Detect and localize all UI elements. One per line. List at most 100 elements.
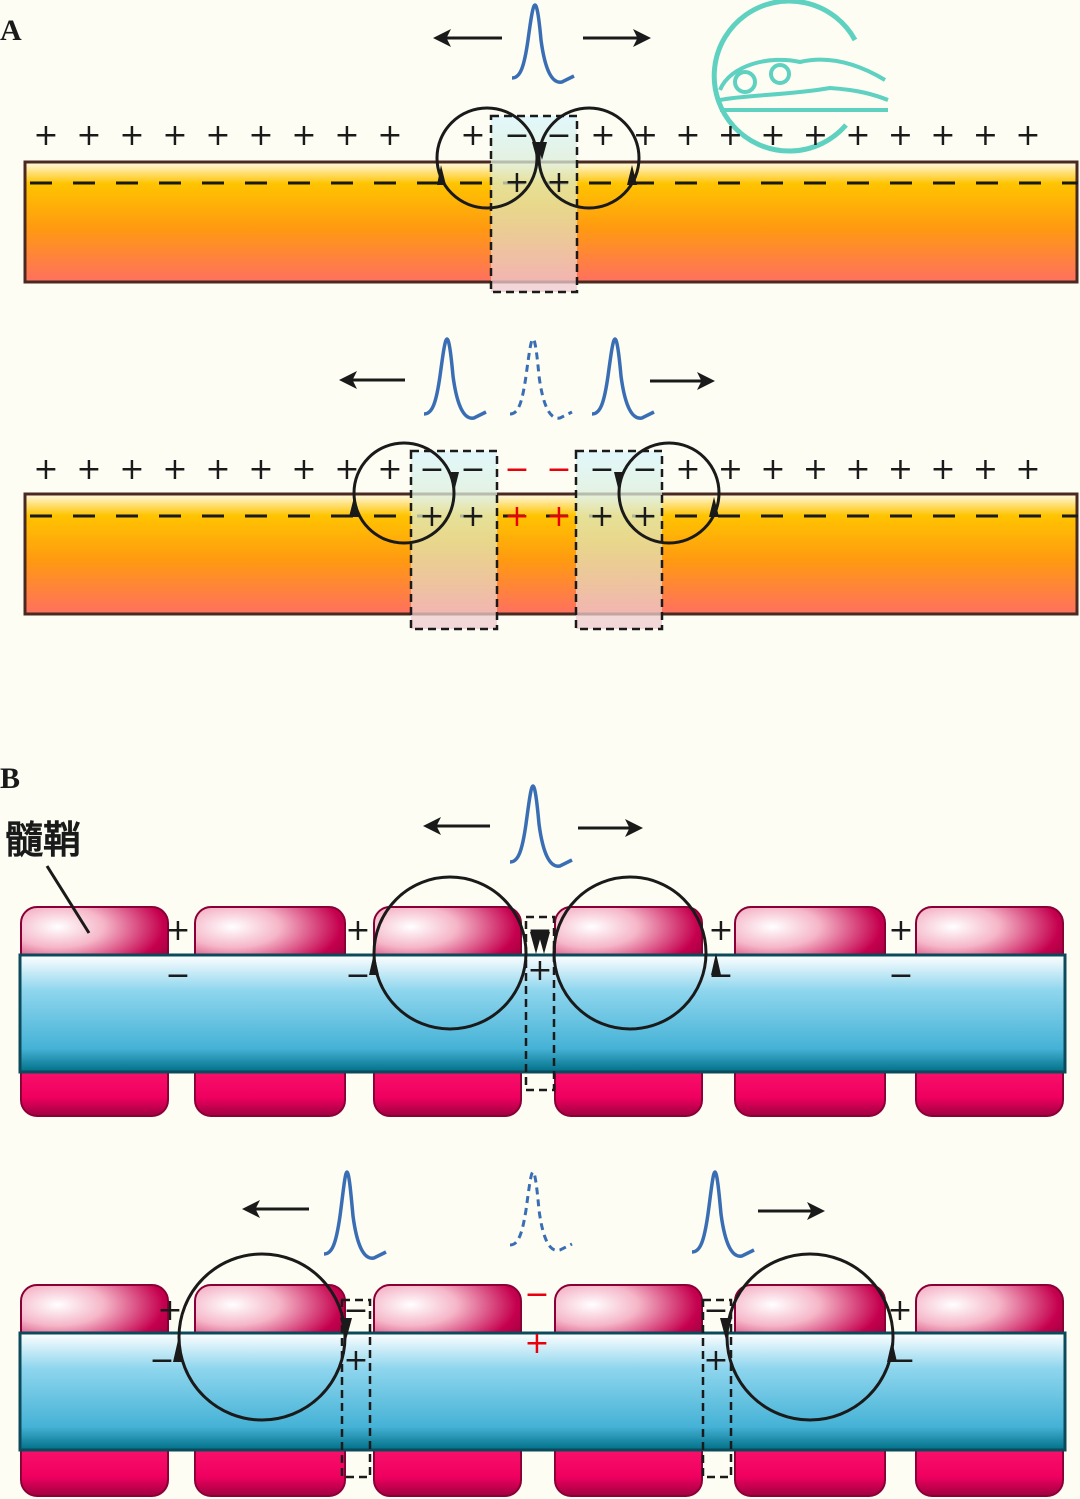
plus-sign: + (291, 452, 316, 487)
plus-sign: + (845, 118, 870, 153)
plus-sign: + (33, 452, 58, 487)
loop-arrowhead (614, 472, 624, 492)
plus-sign: + (803, 452, 828, 487)
plus-sign: + (343, 1343, 368, 1378)
plus-sign: + (930, 452, 955, 487)
plus-sign: + (590, 118, 615, 153)
plus-sign: + (546, 165, 571, 200)
plus-sign: + (527, 953, 552, 988)
loop-arrowhead (437, 165, 446, 185)
loop-arrowhead (627, 165, 637, 185)
plus-sign: + (248, 452, 273, 487)
plus-sign: + (675, 452, 700, 487)
plus-sign: + (334, 118, 359, 153)
loop-arrowhead (449, 472, 459, 492)
minus-sign-red: − (524, 1277, 549, 1312)
plus-sign: + (165, 913, 190, 948)
plus-sign: + (162, 118, 187, 153)
action-potential-spike-icon (511, 3, 575, 84)
loop-arrowhead (887, 1340, 897, 1362)
action-potential-spike-icon (423, 337, 487, 420)
loop-arrowhead (369, 953, 379, 975)
plus-sign: + (888, 913, 913, 948)
minus-sign: − (504, 118, 529, 153)
plus-sign: + (504, 165, 529, 200)
loop-arrowhead (537, 142, 547, 160)
myelin-label: 髓鞘 (5, 818, 81, 862)
myelin-label-pointer (45, 865, 91, 934)
panel-b-diagram-1: + + + + − − − − − + 髓鞘 (5, 784, 1067, 1117)
polarity-signs: ++−−−−++−+ (149, 1277, 915, 1378)
current-loop-icon (537, 106, 641, 210)
minus-sign-red: − (504, 452, 529, 487)
action-potential-spike-icon (509, 784, 573, 868)
minus-sign: − (165, 958, 190, 993)
plus-sign: + (930, 118, 955, 153)
plus-sign: + (119, 452, 144, 487)
plus-sign: + (377, 452, 402, 487)
action-potential-spike-icon (691, 1170, 755, 1258)
plus-sign: + (718, 452, 743, 487)
active-node-zone-right (701, 1298, 733, 1479)
plus-sign: + (888, 452, 913, 487)
plus-sign-red: + (524, 1326, 549, 1361)
plus-sign: + (205, 452, 230, 487)
minus-sign: − (888, 958, 913, 993)
plus-sign: + (205, 118, 230, 153)
myelinated-axon (18, 953, 1067, 1074)
plus-sign: + (973, 452, 998, 487)
plus-sign: + (248, 118, 273, 153)
current-loop-icon (177, 1252, 347, 1422)
plus-sign: + (157, 1293, 182, 1328)
plus-sign: + (760, 118, 785, 153)
minus-sign: − (708, 958, 733, 993)
plus-sign: + (162, 452, 187, 487)
loop-arrowhead (538, 932, 550, 954)
plus-sign: + (1015, 452, 1040, 487)
action-potential-spike-icon (591, 337, 655, 420)
plus-sign-red: + (504, 499, 529, 534)
current-loop-icon (552, 875, 708, 1031)
fading-spike-icon (509, 337, 573, 420)
plus-sign: + (291, 118, 316, 153)
current-loop-icon (725, 1252, 895, 1422)
fading-spike-icon (509, 1170, 573, 1252)
loop-arrowhead (173, 1340, 183, 1362)
loop-arrowhead (711, 953, 721, 975)
current-loop-icon (617, 441, 721, 545)
minus-sign: − (345, 958, 370, 993)
panel-a-diagram-2: ++++++++++++++++++−−−−++++−−++ (23, 337, 1079, 631)
minus-sign: − (527, 913, 552, 948)
plus-sign: + (460, 118, 485, 153)
plus-sign: + (675, 118, 700, 153)
plus-sign: + (845, 452, 870, 487)
plus-sign: + (708, 913, 733, 948)
plus-sign: + (33, 118, 58, 153)
panel-a-diagram-1: +++++++++++++++++++++−−++ (23, 3, 1079, 294)
loop-arrowhead (720, 1318, 732, 1340)
action-potential-spike-icon (323, 1170, 387, 1260)
loop-arrowhead (340, 1318, 352, 1340)
plus-sign: + (703, 1343, 728, 1378)
plus-sign: + (888, 118, 913, 153)
minus-sign: − (589, 452, 614, 487)
plus-sign: + (1015, 118, 1040, 153)
plus-sign: + (718, 118, 743, 153)
plus-sign: + (460, 499, 485, 534)
plus-sign: + (119, 118, 144, 153)
panel-b-label: B (0, 762, 20, 795)
loop-arrowhead (349, 497, 359, 517)
active-node-zone-left (340, 1298, 372, 1479)
polarity-signs: +++++++++++++++++++++−−++ (33, 118, 1040, 200)
current-loop-icon (352, 441, 456, 545)
plus-sign: + (345, 913, 370, 948)
unmyelinated-axon (23, 492, 1079, 616)
polarity-signs: ++++++++++++++++++−−−−++++−−++ (33, 452, 1040, 534)
minus-sign-red: − (546, 452, 571, 487)
loop-arrowhead (530, 932, 542, 954)
watermark-logo (711, 0, 889, 154)
minus-sign: − (460, 452, 485, 487)
plus-sign: + (973, 118, 998, 153)
minus-sign: − (149, 1343, 174, 1378)
plus-sign: + (632, 499, 657, 534)
